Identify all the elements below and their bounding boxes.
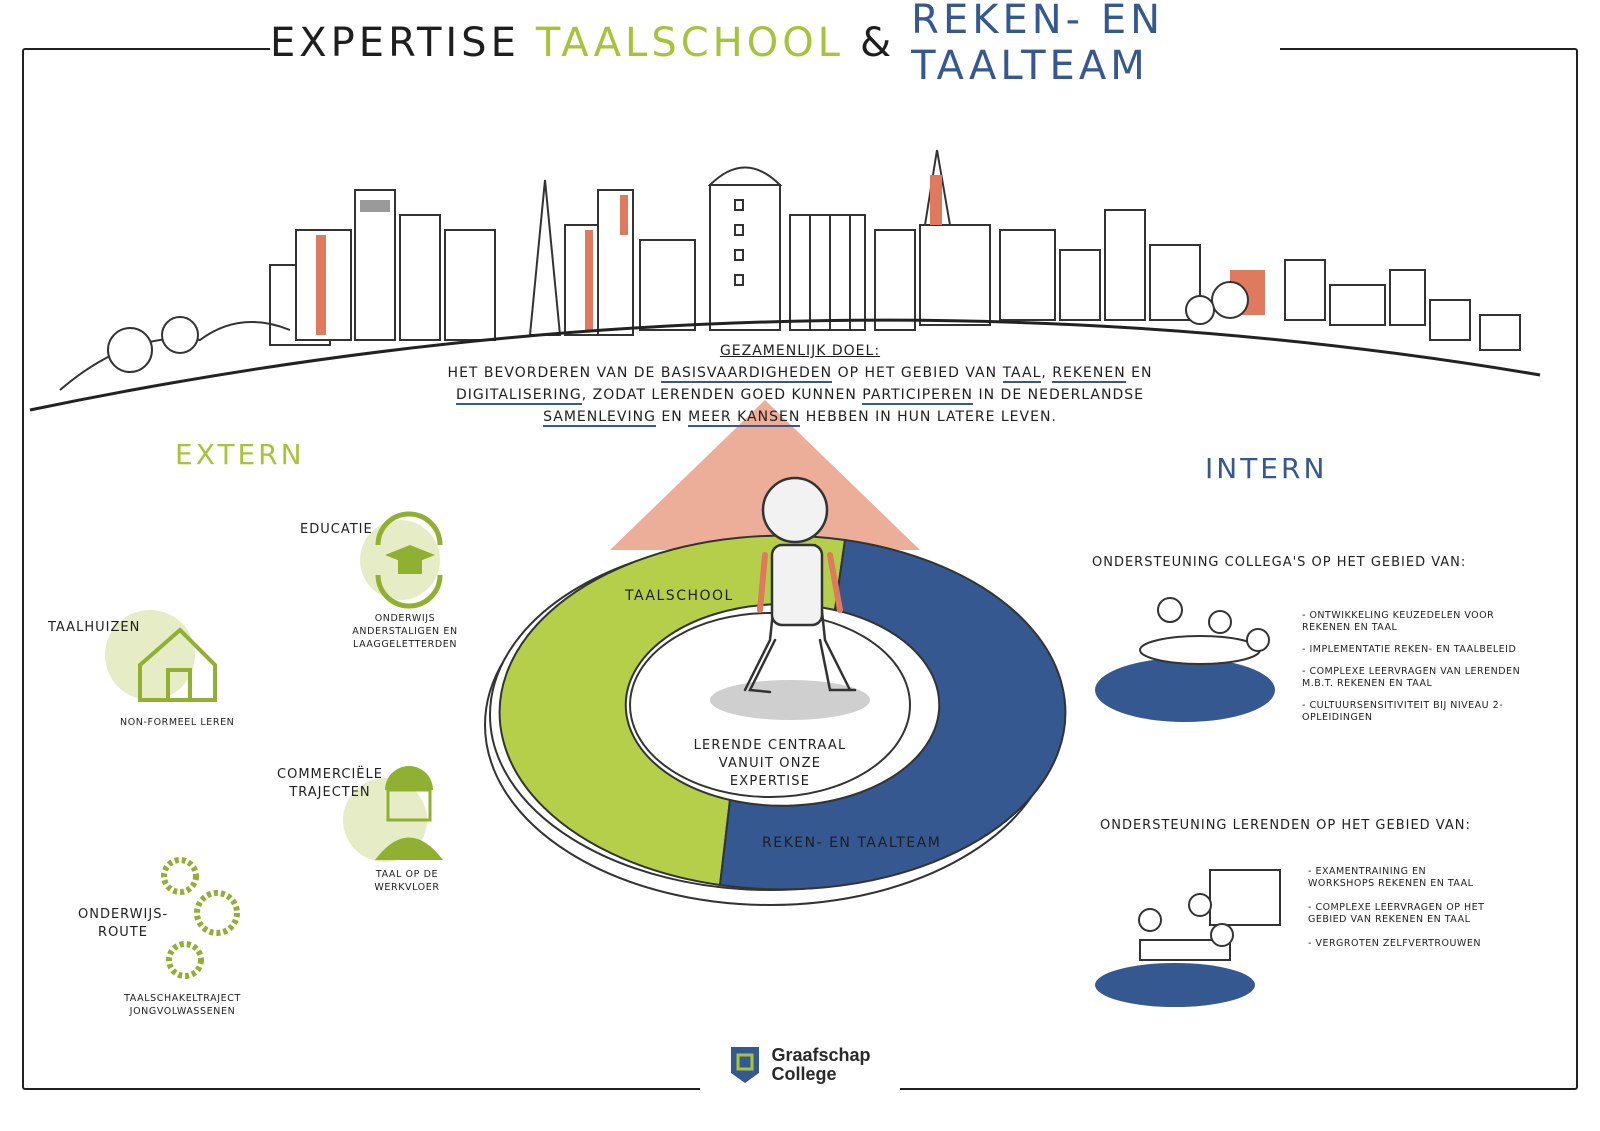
goal-keyword: PARTICIPEREN xyxy=(862,387,974,405)
onderwijsroute-sub: TAALSCHAKELTRAJECT JONGVOLWASSENEN xyxy=(124,993,241,1017)
skyline xyxy=(59,149,1521,391)
goal-keyword: TAAL xyxy=(1002,365,1042,383)
title-part-expertise: EXPERTISE xyxy=(270,20,520,66)
graafschap-logo: Graafschap College xyxy=(700,1040,900,1090)
goal-text: EN xyxy=(661,409,683,425)
goal-text: , xyxy=(1041,365,1047,381)
commercieel-label: COMMERCIËLE TRAJECTEN xyxy=(277,767,383,800)
extern-heading: EXTERN xyxy=(175,438,305,471)
goal-text: HET BEVORDEREN VAN DE xyxy=(447,365,656,381)
goal-text: EN xyxy=(1131,365,1153,381)
list-item: - ONTWIKKELING KEUZEDELEN VOOR REKENEN E… xyxy=(1302,610,1495,633)
center-caption: LERENDE CENTRAAL VANUIT ONZE EXPERTISE xyxy=(693,738,847,789)
ring-label-rekenteam: REKEN- EN TAALTEAM xyxy=(762,835,942,851)
gears-icon xyxy=(161,857,240,979)
collegas-heading: ONDERSTEUNING COLLEGA'S OP HET GEBIED VA… xyxy=(1092,555,1467,570)
colleagues-meeting-illustration xyxy=(1095,597,1275,722)
logo-line: Graafschap xyxy=(771,1045,871,1065)
list-item: - EXAMENTRAINING EN WORKSHOPS REKENEN EN… xyxy=(1308,866,1474,889)
list-item: - IMPLEMENTATIE REKEN- EN TAALBELEID xyxy=(1302,644,1517,655)
goal-text: IN DE NEDERLANDSE xyxy=(978,387,1144,403)
taalhuizen-sub: NON-FORMEEL LEREN xyxy=(120,717,235,728)
commercieel-sub: TAAL OP DE WERKVLOER xyxy=(374,869,440,893)
onderwijsroute-label: ONDERWIJS- ROUTE xyxy=(78,907,169,940)
goal-text: HEBBEN IN HUN LATERE LEVEN. xyxy=(805,409,1057,425)
logo-line: College xyxy=(771,1064,837,1084)
list-item: - COMPLEXE LEERVRAGEN OP HET GEBIED VAN … xyxy=(1308,902,1485,925)
logo-wordmark: Graafschap College xyxy=(771,1046,870,1084)
recycle-mortarboard-icon xyxy=(360,511,443,609)
intern-heading: INTERN xyxy=(1205,452,1328,485)
goal-keyword: DIGITALISERING xyxy=(456,387,582,405)
title-ampersand: & xyxy=(859,20,896,66)
goal-arrow xyxy=(610,400,920,550)
goal-heading: GEZAMENLIJK DOEL: xyxy=(719,343,881,359)
hardhat-worker-icon xyxy=(343,766,443,862)
learners-classroom-illustration xyxy=(1095,869,1281,1007)
goal-keyword: REKENEN xyxy=(1052,365,1126,383)
learner-figure xyxy=(743,476,857,694)
ring-label-taalschool: TAALSCHOOL xyxy=(625,588,734,604)
ring-segment-taalschool xyxy=(498,534,847,887)
list-item: - COMPLEXE LEERVRAGEN VAN LERENDEN M.B.T… xyxy=(1302,666,1521,689)
goal-keyword: BASISVAARDIGHEDEN xyxy=(660,365,833,383)
educatie-sub: ONDERWIJS ANDERSTALIGEN EN LAAGGELETTERD… xyxy=(352,613,458,650)
lerenden-heading: ONDERSTEUNING LERENDEN OP HET GEBIED VAN… xyxy=(1100,818,1471,833)
goal-keyword: SAMENLEVING xyxy=(543,409,656,427)
ring-segment-rekenteam xyxy=(718,538,1067,891)
expertise-ring xyxy=(484,534,1067,906)
list-item: - VERGROTEN ZELFVERTROUWEN xyxy=(1308,938,1481,949)
logo-shield-icon xyxy=(731,1047,760,1083)
goal-keyword: MEER KANSEN xyxy=(688,409,801,427)
poster-title: EXPERTISE TAALSCHOOL & REKEN- EN TAALTEA… xyxy=(270,0,1280,89)
shared-goal: GEZAMENLIJK DOEL: HET BEVORDEREN VAN DE … xyxy=(400,340,1200,428)
goal-text: OP HET GEBIED VAN xyxy=(837,365,998,381)
educatie-label: EDUCATIE xyxy=(300,522,373,537)
house-icon xyxy=(105,610,217,702)
title-part-rekenteam: REKEN- EN TAALTEAM xyxy=(911,0,1165,89)
goal-text: , ZODAT LERENDEN GOED KUNNEN xyxy=(581,387,857,403)
lerenden-list: - EXAMENTRAINING EN WORKSHOPS REKENEN EN… xyxy=(1308,866,1493,950)
title-part-taalschool: TAALSCHOOL xyxy=(535,20,844,66)
horizon-curve xyxy=(29,318,1541,412)
collegas-list: - ONTWIKKELING KEUZEDELEN VOOR REKENEN E… xyxy=(1302,610,1527,724)
taalhuizen-label: TAALHUIZEN xyxy=(48,620,141,635)
list-item: - CULTUURSENSITIVITEIT BIJ NIVEAU 2-OPLE… xyxy=(1302,700,1504,723)
